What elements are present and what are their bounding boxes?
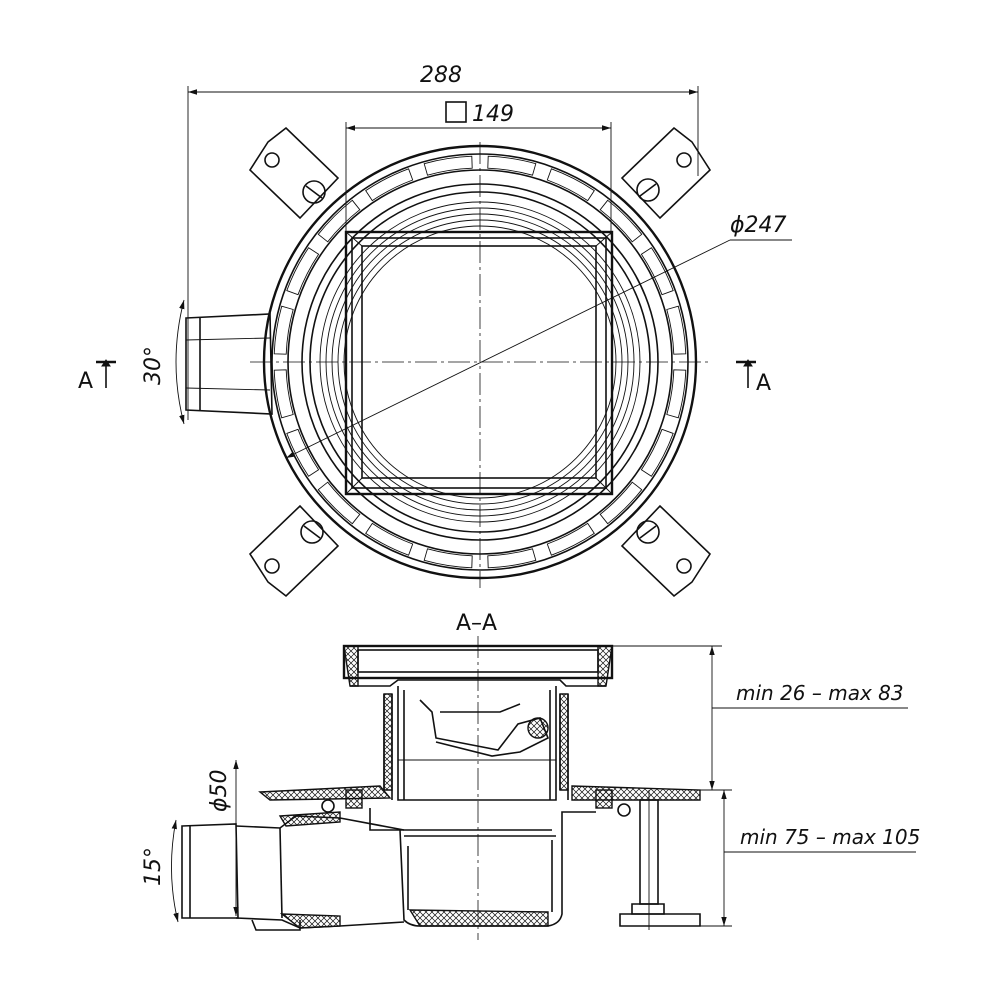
section-mark-right: A (736, 359, 771, 396)
flange-rings (262, 144, 698, 580)
dimension-outlet-angle-plan: 30° (141, 299, 185, 425)
rib-slot (487, 548, 537, 569)
rib-slot (365, 168, 414, 202)
dimension-outlet-diameter: ϕ50 (207, 760, 239, 916)
outlet-angle-section-label: 15° (141, 847, 166, 886)
dimension-body-height: min 75 – max 105 (700, 789, 920, 927)
dimension-flange-diameter: ϕ247 (285, 213, 792, 459)
rib-slot (666, 369, 687, 419)
section-mark-left: A (78, 359, 116, 394)
section-view: A–A (141, 611, 920, 940)
rib-slot (666, 305, 687, 355)
mounting-bracket-top-right (620, 126, 712, 220)
rib-slot (317, 481, 361, 525)
rib-slot (599, 481, 643, 525)
rib-slot (286, 428, 320, 477)
rib-slot (423, 155, 473, 176)
section-lower-body (369, 808, 596, 927)
dimension-outlet-angle-section: 15° (141, 819, 179, 923)
rib-slot (640, 247, 674, 296)
rib-slot (365, 522, 414, 556)
grate-height-range-label: min 26 – max 83 (736, 681, 904, 705)
section-mark-left-label: A (78, 369, 93, 394)
overall-width-label: 288 (420, 63, 462, 88)
rib-slot (640, 428, 674, 477)
dimension-overall-width: 288 (187, 63, 699, 420)
rib-slot (273, 305, 294, 355)
section-odour-trap (419, 699, 550, 757)
dimension-grate-height: min 26 – max 83 (612, 645, 908, 790)
rib-slot (599, 199, 643, 243)
rib-slot (546, 522, 595, 556)
mounting-bracket-bottom-right (620, 504, 712, 598)
outlet-angle-plan-label: 30° (141, 346, 166, 385)
grate-size-label: 149 (472, 102, 514, 127)
square-symbol-icon (445, 101, 467, 123)
mounting-bracket-top-left (248, 126, 340, 220)
rib-slot (546, 168, 595, 202)
rib-slot (487, 155, 537, 176)
rib-slot (273, 369, 294, 419)
body-height-range-label: min 75 – max 105 (740, 825, 920, 849)
section-title: A–A (456, 611, 497, 636)
section-outlet-pipe (181, 811, 405, 931)
grate-plan (344, 230, 614, 496)
outlet-diameter-label: ϕ50 (207, 769, 232, 812)
rib-slot (286, 247, 320, 296)
plan-view: 288 149 ϕ247 (78, 63, 792, 598)
dimension-grate-size: 149 (345, 101, 612, 235)
section-upper-body (383, 686, 569, 801)
section-mark-right-label: A (756, 371, 771, 396)
section-adjustable-leg (619, 790, 701, 930)
rib-slot (317, 199, 361, 243)
flange-rib-slots (273, 155, 687, 569)
section-flange (258, 785, 701, 817)
outlet-pipe-plan (185, 313, 273, 415)
mounting-bracket-bottom-left (248, 504, 340, 598)
rib-slot (423, 548, 473, 569)
flange-diameter-label: ϕ247 (730, 213, 787, 238)
